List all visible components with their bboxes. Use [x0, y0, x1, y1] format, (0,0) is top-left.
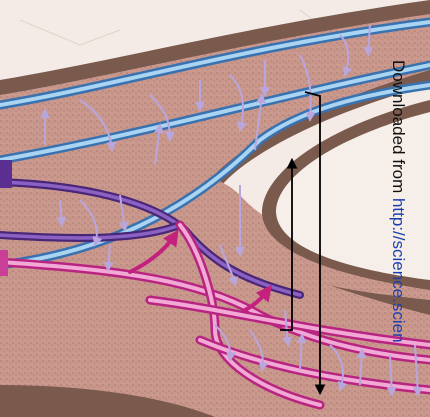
download-watermark: Downloaded from http://science.scien: [378, 60, 418, 410]
watermark-url-link[interactable]: http://science.scien: [389, 198, 408, 343]
watermark-prefix: Downloaded from: [389, 60, 408, 198]
